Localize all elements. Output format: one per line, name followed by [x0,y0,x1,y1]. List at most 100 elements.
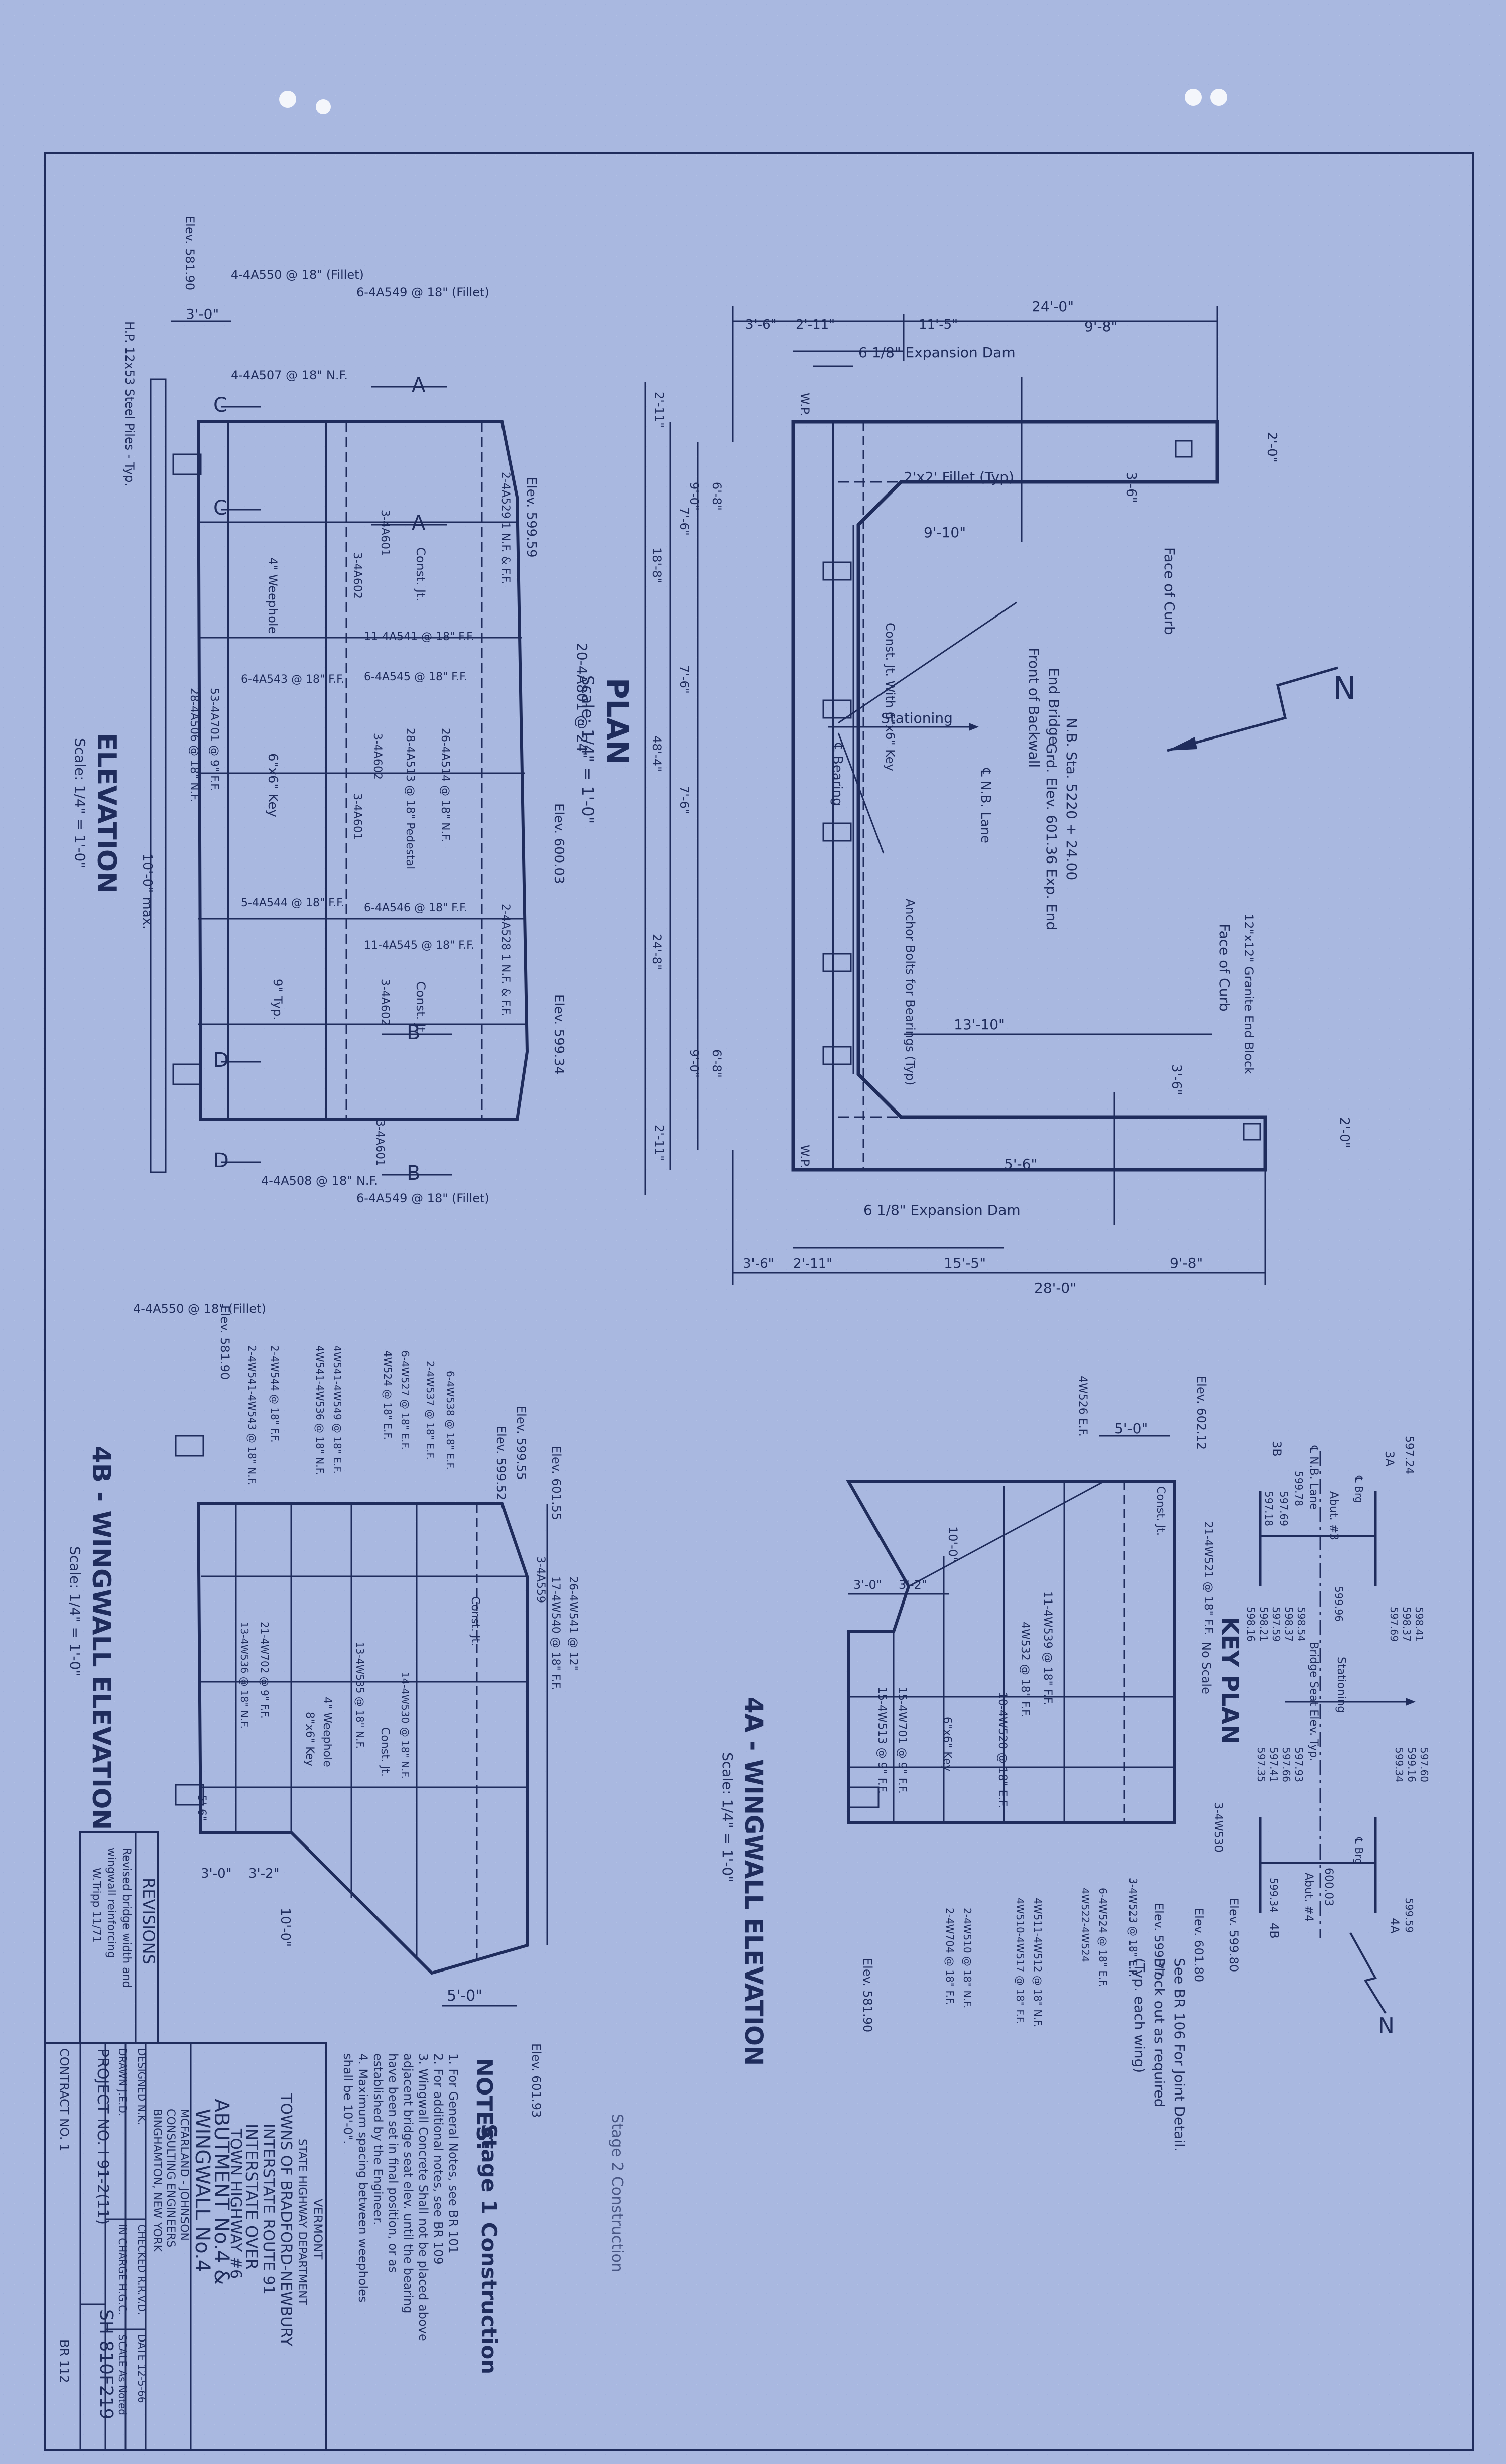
kp-label: 598.16 [1245,1607,1257,1642]
granite-block: 12"x12" Granite End Block [1242,914,1256,1074]
punch-hole [279,91,296,108]
ww4b-dim: 10'-0" [278,1908,293,1947]
plan-left-dim: 7'-6" [677,786,691,814]
bar-label: 3-4A602 [371,733,384,780]
kp-label: 597.24 [1403,1436,1415,1474]
plan-left-dim: 6'-8" [710,482,724,511]
ww4b-constr: Const. Jt. [379,1727,391,1777]
wingwall-4a-scale: Scale: 1/4" = 1'-0" [719,1752,736,1882]
ww4a-label: 10-4W520 @ 18" E.F. [996,1692,1009,1808]
ww4b-label: 2-4W537 @ 18" E.F. [424,1361,436,1460]
kp-label: Abut. #3 [1327,1491,1340,1540]
ww4b-label: 2-4W541-4W543 @ 18" N.F. [246,1345,258,1485]
plan-left-dim: 7'-6" [677,665,691,694]
note-line: adjacent bridge seat elev. until the bea… [401,2053,415,2313]
kp-label: 598.54 [1295,1607,1307,1642]
ww4b-key: 8"x6" Key [303,1712,316,1766]
notes-block: NOTES: Stage 1 Construction Stage 2 Cons… [341,2053,626,2374]
tb-firm: CONSULTING ENGINEERS [164,2109,177,2247]
kp-label: 597.59 [1270,1607,1282,1642]
tb-abutment: ABUTMENT No.4 & [210,2099,233,2285]
punch-hole [316,99,331,114]
ww4a-dim: 5'-0" [1114,1420,1148,1437]
pile-spacing: 10'-0" max. [140,853,155,929]
key-plan-title: KEY PLAN [1217,1617,1244,1744]
ww4b-dim: 5'-0" [447,1987,482,2005]
bar-label: 6-4A546 @ 18" F.F. [364,902,467,914]
tb-drawn: DRAWN J.E.D. [116,2048,129,2116]
plan-title: PLAN [600,678,635,765]
ww4a-dim: 10'-0" [946,1526,960,1562]
ww4b-elev: Elev. 601.93 [529,2043,543,2118]
top-bar-label: 4-4A550 @ 18" (Fillet) [231,268,364,282]
kp-label: 597.93 [1293,1747,1305,1782]
note-line: 4. Maximum spacing between weepholes [356,2053,370,2302]
ww4b-label: 4W524 @ 18" E.F. [382,1350,394,1440]
kp-label: 3A [1383,1451,1397,1467]
curb-height: 3'-6" [1123,472,1139,503]
plan-left-dim: 6'-8" [710,1049,724,1078]
constr-jt-1: Const. Jt. [414,547,428,601]
constr-joint-note: Const. Jt. With 6"x6" Key [883,623,897,771]
plan-dim-top: 11'-5" [919,317,958,332]
ww4a-dim: 3'-2" [899,1578,927,1592]
key-plan-labels: KEY PLAN No Scale 3B 3A 597.24 ℄ N.B. La… [1131,1436,1430,2152]
top-bar-label: 6-4A549 @ 18" (Fillet) [356,285,489,299]
section-letter: B [407,1021,420,1044]
section-letter: A [412,512,426,535]
end-bridge: End Bridge [1046,668,1062,745]
north-arrow-icon [1167,666,1338,752]
work-point: W.P. [798,1145,812,1168]
anchor-bolts: Anchor Bolts for Bearings (Typ) [903,899,917,1085]
kp-label: ℄ Brg [1353,1837,1365,1865]
bar-label: 6-4A545 @ 18" F.F. [364,671,467,683]
wingwall-4a-labels: 4A - WINGWALL ELEVATION Scale: 1/4" = 1'… [719,1376,1241,2066]
face-of-curb: Face of Curb [1216,924,1233,1012]
station-note: N.B. Sta. 5220 + 24.00 [1063,718,1080,880]
ww4a-constr: Const. Jt. [1154,1486,1167,1536]
note-line: shall be 10'-0". [341,2053,355,2144]
typ-9: 9" Typ. [271,979,285,1020]
tb-in-charge: IN CHARGE H.G.C. [116,2224,129,2315]
plan-dim-bottom: 15'-5" [944,1255,986,1271]
title-block-text: REVISIONS Revised bridge width and wingw… [57,1847,325,2420]
elev-599-34: Elev. 599.34 [551,994,566,1075]
kp-label: 597.69 [1388,1607,1400,1642]
ww4b-elev: Elev. 599.55 [514,1406,528,1480]
ww4a-label: 2-4W510 @ 18" N.F. [961,1908,973,2008]
ww4b-label: 4W541-4W549 @ 18" E.F. [331,1345,343,1474]
plan-left-dim: 18'-8" [650,547,664,583]
plan-labels: PLAN Scale: 1/4" = 1'-0" 3'-6" 2'-11" 11… [578,298,1352,1296]
plan-dim-bottom: 3'-6" [743,1256,774,1271]
kp-label: 597.41 [1268,1747,1280,1782]
constr-jt-2: Const. Jt. [414,981,428,1036]
kp-label: ℄ N.B. Lane [1307,1445,1320,1510]
plan-left-dim: 24'-8" [650,934,664,970]
plan-dim-top: 3'-6" [745,317,777,332]
tb-designed: DESIGNED N.K. [136,2048,148,2125]
ww4b-dim: 5'-6" [195,1795,208,1821]
kp-label: 599.96 [1333,1586,1345,1622]
tb-br: BR 112 [57,2339,71,2383]
ww4b-label: 4W541-4W536 @ 18" N.F. [314,1345,326,1475]
kp-label: 598.37 [1401,1607,1413,1642]
key-plan-scale: No Scale [1199,1642,1213,1694]
kp-label: 597.18 [1263,1491,1275,1526]
block-note: Block out as required [1151,1958,1168,2107]
kp-label: Bridge Seat Elev. Typ. [1307,1642,1320,1761]
plan-left-dim: 2'-11" [652,392,666,428]
punch-hole [1185,89,1202,106]
revision-line: Revised bridge width and [120,1847,133,1988]
ww4a-label: 4W511-4W512 @ 18" N.F. [1032,1898,1044,2027]
kp-label: 600.03 [1322,1868,1335,1906]
left-bar-label: 53-4A701 @ 9" F.F. [208,688,220,791]
kp-label: 599.16 [1406,1747,1418,1782]
ww4b-label: 6-4W538 @ 18" E.F. [444,1371,456,1470]
key-plan-north-label: N [1378,2013,1395,2039]
weephole-note: 4" Weephole [266,557,280,634]
punch-hole [1210,89,1227,106]
bottom-bar-label: 6-4A549 @ 18" (Fillet) [356,1191,489,1205]
ww4a-label: 3-4W523 @ 18" E.F. [1127,1878,1139,1977]
kp-label: 597.69 [1278,1491,1290,1526]
